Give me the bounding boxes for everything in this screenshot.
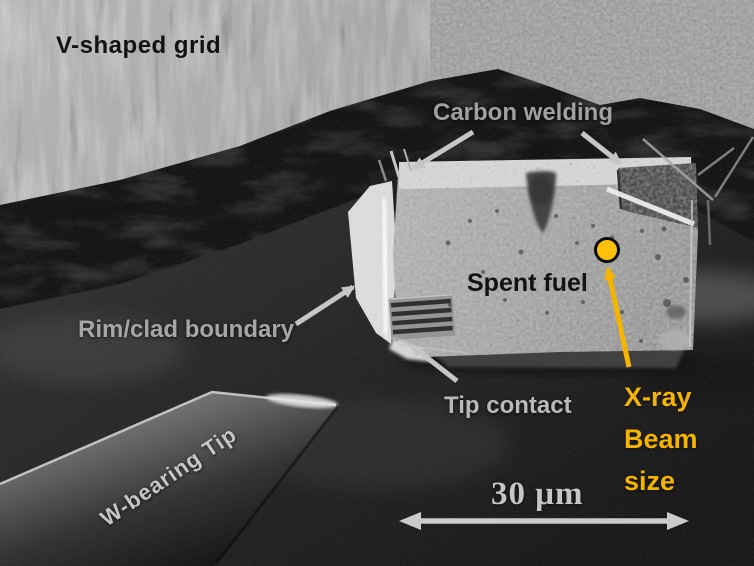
annotation-arrows <box>294 129 689 530</box>
xray-beam-size-line1: X-ray <box>624 382 692 412</box>
xray-beam-size-line3: size <box>624 466 676 496</box>
scale-bar-arrow <box>399 512 689 530</box>
carbon-welding-arrow-right <box>580 131 623 165</box>
tip-contact-arrow <box>409 344 459 383</box>
scale-bar-label: 30 μm <box>491 476 584 512</box>
v-shaped-grid-label: V-shaped grid <box>56 32 222 59</box>
spent-fuel-label: Spent fuel <box>467 269 588 297</box>
beam-spot-marker <box>594 237 620 263</box>
xray-beam-size-line2: Beam <box>624 424 698 454</box>
rim-clad-boundary-label: Rim/clad boundary <box>78 316 295 343</box>
rim-clad-arrow <box>294 284 356 327</box>
carbon-welding-arrow-left <box>411 129 475 171</box>
xray-beam-size-label: X-ray Beam size <box>624 376 698 502</box>
tip-contact-label: Tip contact <box>444 392 572 419</box>
carbon-welding-label: Carbon welding <box>433 99 613 126</box>
xray-beam-arrow <box>604 266 632 368</box>
